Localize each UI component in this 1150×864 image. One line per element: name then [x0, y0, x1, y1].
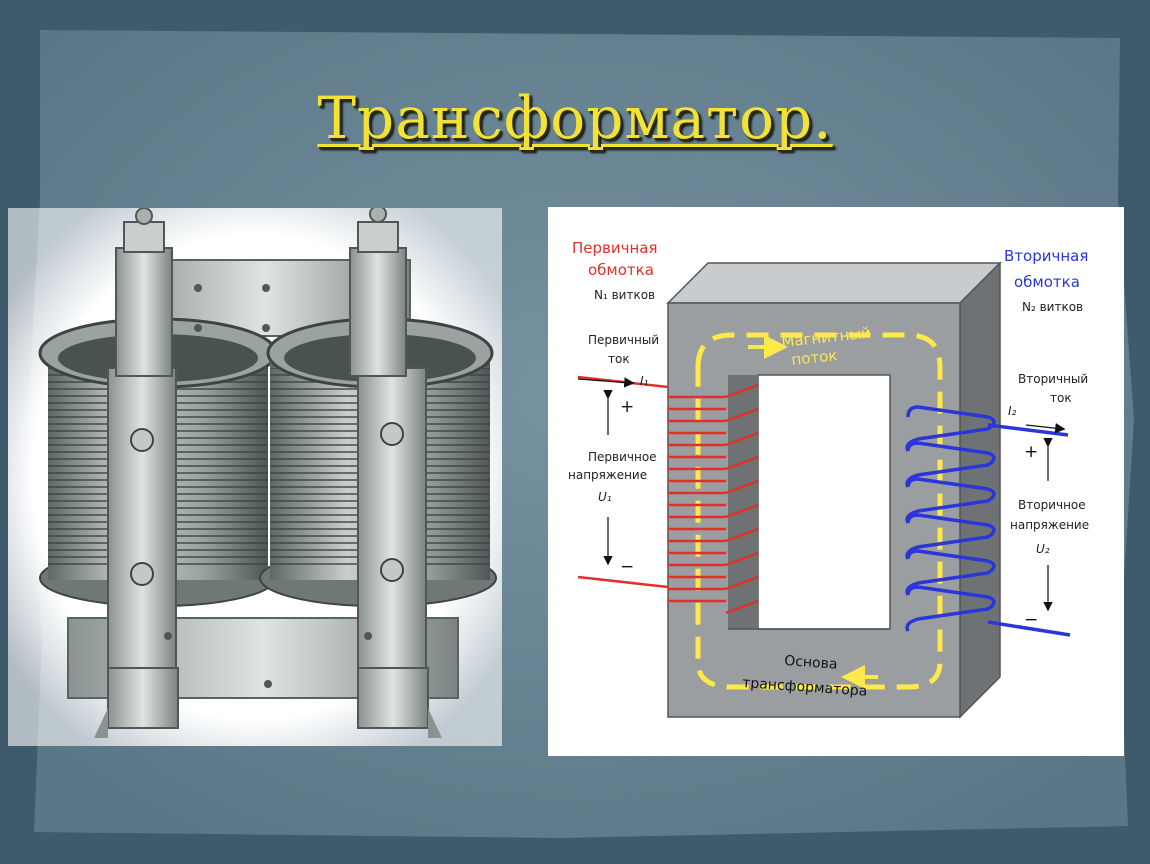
secondary-winding-label-2: обмотка: [1014, 273, 1080, 291]
primary-current-symbol: I₁: [640, 374, 649, 388]
primary-winding-label: Первичная: [572, 239, 658, 257]
slide-title: Трансформатор.: [317, 84, 833, 152]
primary-winding: [577, 375, 759, 615]
secondary-current-symbol: I₂: [1008, 404, 1017, 418]
magnetic-flux-label-2: поток: [791, 346, 839, 369]
primary-voltage-label: Первичное: [588, 450, 657, 464]
core-top-face: [666, 262, 1002, 304]
magnetic-flux-path: [695, 332, 943, 690]
secondary-winding-label: Вторичная: [1004, 247, 1088, 265]
primary-current-label-2: ток: [608, 352, 630, 366]
secondary-winding: [905, 405, 1071, 637]
secondary-turns-label: N₂ витков: [1022, 300, 1083, 314]
secondary-plus: +: [1024, 442, 1038, 462]
primary-plus: +: [620, 397, 634, 417]
core-label: Основа: [784, 653, 838, 673]
primary-voltage-symbol: U₁: [598, 490, 612, 504]
secondary-voltage-label-2: напряжение: [1010, 518, 1089, 532]
secondary-voltage-label: Вторичное: [1018, 498, 1086, 512]
primary-minus: −: [620, 557, 634, 577]
secondary-voltage-symbol: U₂: [1036, 542, 1050, 556]
secondary-current-label-2: ток: [1050, 391, 1072, 405]
transformer-diagram: Первичная обмотка N₁ витков Первичный то…: [548, 207, 1124, 756]
secondary-minus: −: [1024, 610, 1038, 630]
primary-turns-label: N₁ витков: [594, 288, 655, 302]
primary-voltage-label-2: напряжение: [568, 468, 647, 482]
core-side-face: [959, 261, 1001, 719]
primary-winding-label-2: обмотка: [588, 261, 654, 279]
primary-current-label: Первичный: [588, 333, 659, 347]
secondary-current-label: Вторичный: [1018, 372, 1088, 386]
transformer-photo: [8, 205, 502, 746]
